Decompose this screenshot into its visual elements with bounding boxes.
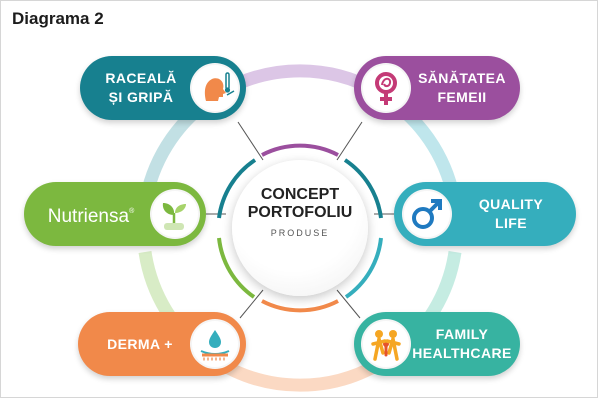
segment-derma-label: DERMA + bbox=[92, 312, 188, 376]
inner-arc-dark-teal bbox=[217, 158, 257, 219]
segment-raceala-label: RACEALĂ ȘI GRIPĂ bbox=[92, 56, 190, 120]
center-subtitle: PRODUSE bbox=[270, 228, 330, 238]
segment-raceala-line-2: ȘI GRIPĂ bbox=[108, 89, 174, 105]
female-symbol-icon bbox=[361, 63, 411, 113]
connector-femei bbox=[336, 121, 363, 161]
segment-nutriensa-label: Nutriensa® bbox=[32, 182, 150, 246]
segment-quality-line-2: LIFE bbox=[495, 215, 527, 231]
inner-arc-green bbox=[217, 237, 256, 299]
segment-quality-label: QUALITY LIFE bbox=[456, 182, 566, 246]
segment-quality-life: QUALITY LIFE bbox=[394, 182, 576, 246]
connector-family bbox=[336, 289, 361, 319]
registered-mark: ® bbox=[129, 208, 135, 215]
segment-family-line-2: HEALTHCARE bbox=[412, 345, 512, 361]
connector-derma bbox=[239, 289, 264, 319]
sick-person-thermometer-icon bbox=[190, 63, 240, 113]
family-icon bbox=[361, 319, 411, 369]
inner-arc-teal bbox=[343, 158, 383, 219]
diagram-title: Diagrama 2 bbox=[12, 9, 104, 28]
sprout-icon bbox=[150, 189, 200, 239]
center-label: CONCEPT PORTOFOLIU PRODUSE bbox=[232, 186, 368, 238]
segment-family-label: FAMILY HEALTHCARE bbox=[410, 312, 514, 376]
segment-nutriensa-brand-wrap: Nutriensa® bbox=[32, 202, 150, 226]
segment-nutriensa: Nutriensa® bbox=[24, 182, 206, 246]
male-symbol-icon bbox=[402, 189, 452, 239]
segment-femei-label: SĂNĂTATEA FEMEII bbox=[412, 56, 512, 120]
inner-arc-purple bbox=[261, 143, 339, 157]
center-line-1: CONCEPT bbox=[260, 186, 340, 203]
segment-derma-line-1: DERMA + bbox=[107, 335, 173, 352]
center-disc bbox=[232, 160, 368, 296]
segment-raceala-line-1: RACEALĂ bbox=[105, 70, 177, 86]
inner-arc-orange bbox=[261, 299, 339, 313]
segment-family-healthcare: FAMILY HEALTHCARE bbox=[354, 312, 520, 376]
segment-sanatatea-femeii: SĂNĂTATEA FEMEII bbox=[354, 56, 520, 120]
segment-nutriensa-brand: Nutriensa bbox=[47, 206, 130, 227]
inner-arc-cyan bbox=[344, 237, 383, 299]
segment-femei-line-2: FEMEII bbox=[437, 89, 487, 105]
segment-femei-line-1: SĂNĂTATEA bbox=[418, 70, 506, 86]
segment-family-line-1: FAMILY bbox=[435, 326, 489, 342]
outer-arc-bottom bbox=[219, 359, 381, 392]
skin-drop-icon bbox=[190, 319, 240, 369]
center-line-2: PORTOFOLIU bbox=[247, 204, 353, 221]
segment-derma-plus: DERMA + bbox=[78, 312, 246, 376]
segment-quality-line-1: QUALITY bbox=[478, 196, 544, 212]
connector-raceala bbox=[237, 121, 264, 161]
segment-raceala-gripa: RACEALĂ ȘI GRIPĂ bbox=[80, 56, 246, 120]
